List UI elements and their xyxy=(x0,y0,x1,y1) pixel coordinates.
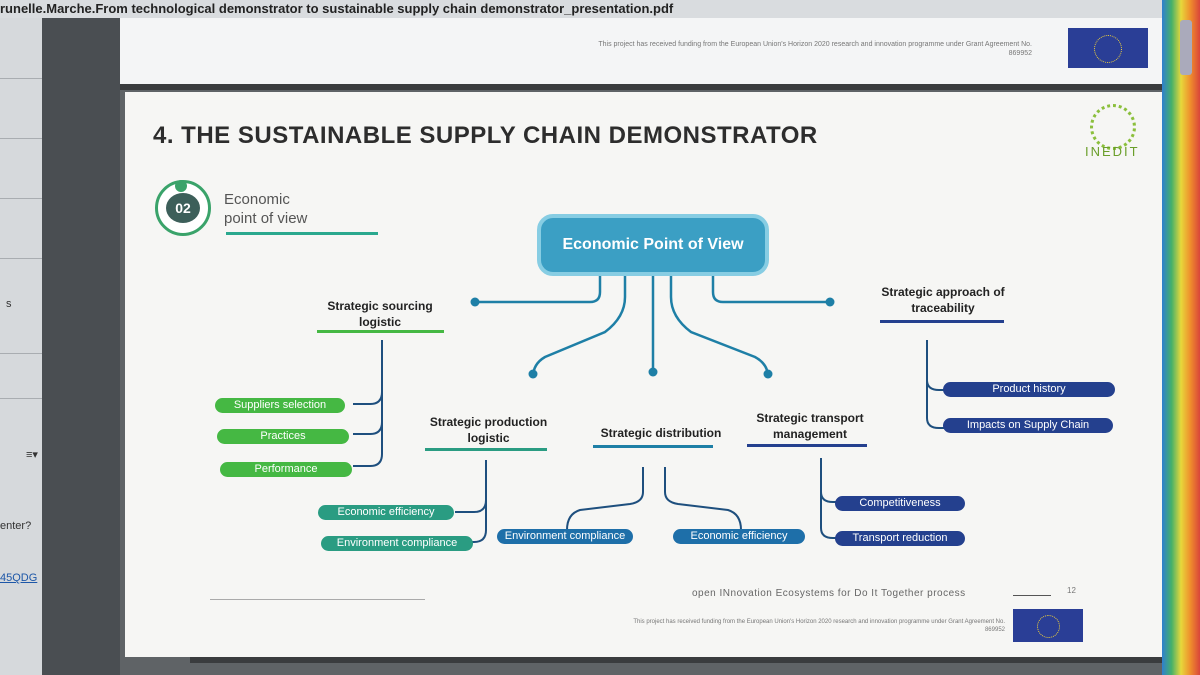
eu-flag-icon xyxy=(1068,28,1148,68)
window-titlebar: runelle.Marche.From technological demons… xyxy=(0,0,1200,18)
panel-divider xyxy=(0,138,42,139)
node-label: Strategic approach of xyxy=(881,285,1005,299)
pill-practices: Practices xyxy=(217,429,349,444)
dropdown-icon[interactable]: ≡▾ xyxy=(26,449,38,461)
node-label: Strategic distribution xyxy=(600,426,722,440)
node-label: management xyxy=(772,427,848,441)
panel-link[interactable]: 45QDG xyxy=(0,572,38,584)
funding-notice: This project has received funding from t… xyxy=(445,618,1005,634)
page-number: 12 xyxy=(1067,586,1076,595)
footer-line xyxy=(210,599,425,600)
pill-economic-efficiency: Economic efficiency xyxy=(318,505,454,520)
section-badge: 02 xyxy=(155,180,211,236)
node-strategic-distribution: Strategic distribution xyxy=(591,425,731,441)
inedit-logo-icon xyxy=(1090,104,1136,150)
node-underline xyxy=(593,445,713,448)
right-edge-bar xyxy=(1162,0,1200,675)
window-title: runelle.Marche.From technological demons… xyxy=(0,1,674,16)
footer-tagline: open INnovation Ecosystems for Do It Tog… xyxy=(692,588,966,599)
scrollbar-thumb[interactable] xyxy=(1180,20,1192,75)
node-label: logistic xyxy=(358,315,401,329)
slide-page: 4. THE SUSTAINABLE SUPPLY CHAIN DEMONSTR… xyxy=(125,92,1162,657)
badge-number: 02 xyxy=(166,193,200,223)
funding-line1: This project has received funding from t… xyxy=(633,619,1005,625)
panel-text: enter? xyxy=(0,520,32,532)
mindmap-root: Economic Point of View xyxy=(537,214,769,276)
pill-product-history: Product history xyxy=(943,382,1115,397)
mindmap-connectors xyxy=(353,276,945,543)
funding-line1: This project has received funding from t… xyxy=(598,41,1032,48)
eu-flag-icon xyxy=(1013,609,1083,642)
panel-divider xyxy=(0,258,42,259)
pill-suppliers-selection: Suppliers selection xyxy=(215,398,345,413)
pill-economic-efficiency: Economic efficiency xyxy=(673,529,805,544)
previous-slide-footer: This project has received funding from t… xyxy=(120,18,1162,86)
badge-underline xyxy=(226,232,378,235)
left-side-panel: s ≡▾ enter? 45QDG xyxy=(0,18,43,675)
node-label: Strategic production xyxy=(429,415,548,429)
panel-divider xyxy=(0,353,42,354)
node-strategic-sourcing: Strategic sourcing logistic xyxy=(305,298,455,330)
badge-label: Economic point of view xyxy=(224,190,307,228)
funding-line2: 869952 xyxy=(984,627,1005,633)
node-label: traceability xyxy=(911,301,975,315)
node-label: Strategic transport xyxy=(756,411,864,425)
badge-label-line1: Economic xyxy=(224,191,290,208)
funding-notice: This project has received funding from t… xyxy=(432,40,1032,58)
node-underline xyxy=(425,448,547,451)
node-strategic-transport: Strategic transport management xyxy=(745,410,875,442)
footer-dash xyxy=(1013,595,1051,596)
panel-text: s xyxy=(6,298,12,310)
node-strategic-production: Strategic production logistic xyxy=(421,414,556,446)
badge-label-line2: point of view xyxy=(224,210,308,227)
pill-transport-reduction: Transport reduction xyxy=(835,531,965,546)
panel-divider xyxy=(0,78,42,79)
logo-text: INEDIT xyxy=(1085,144,1140,159)
pill-environment-compliance: Environment compliance xyxy=(321,536,473,551)
node-underline xyxy=(747,444,867,447)
panel-divider xyxy=(0,198,42,199)
node-label: logistic xyxy=(467,431,510,445)
pill-competitiveness: Competitiveness xyxy=(835,496,965,511)
pill-performance: Performance xyxy=(220,462,352,477)
node-label: Strategic sourcing xyxy=(327,299,433,313)
slide-title: 4. THE SUSTAINABLE SUPPLY CHAIN DEMONSTR… xyxy=(153,122,818,149)
viewer-gutter xyxy=(42,18,120,675)
node-strategic-traceability: Strategic approach of traceability xyxy=(873,284,1013,316)
node-underline xyxy=(880,320,1004,323)
pill-impacts-supply-chain: Impacts on Supply Chain xyxy=(943,418,1113,433)
funding-line2: 869952 xyxy=(1008,50,1032,57)
badge-dot-icon xyxy=(175,180,187,192)
pill-environment-compliance: Environment compliance xyxy=(497,529,633,544)
page-separator xyxy=(190,657,1162,663)
panel-divider xyxy=(0,398,42,399)
node-underline xyxy=(317,330,444,333)
page-separator xyxy=(120,84,1162,90)
